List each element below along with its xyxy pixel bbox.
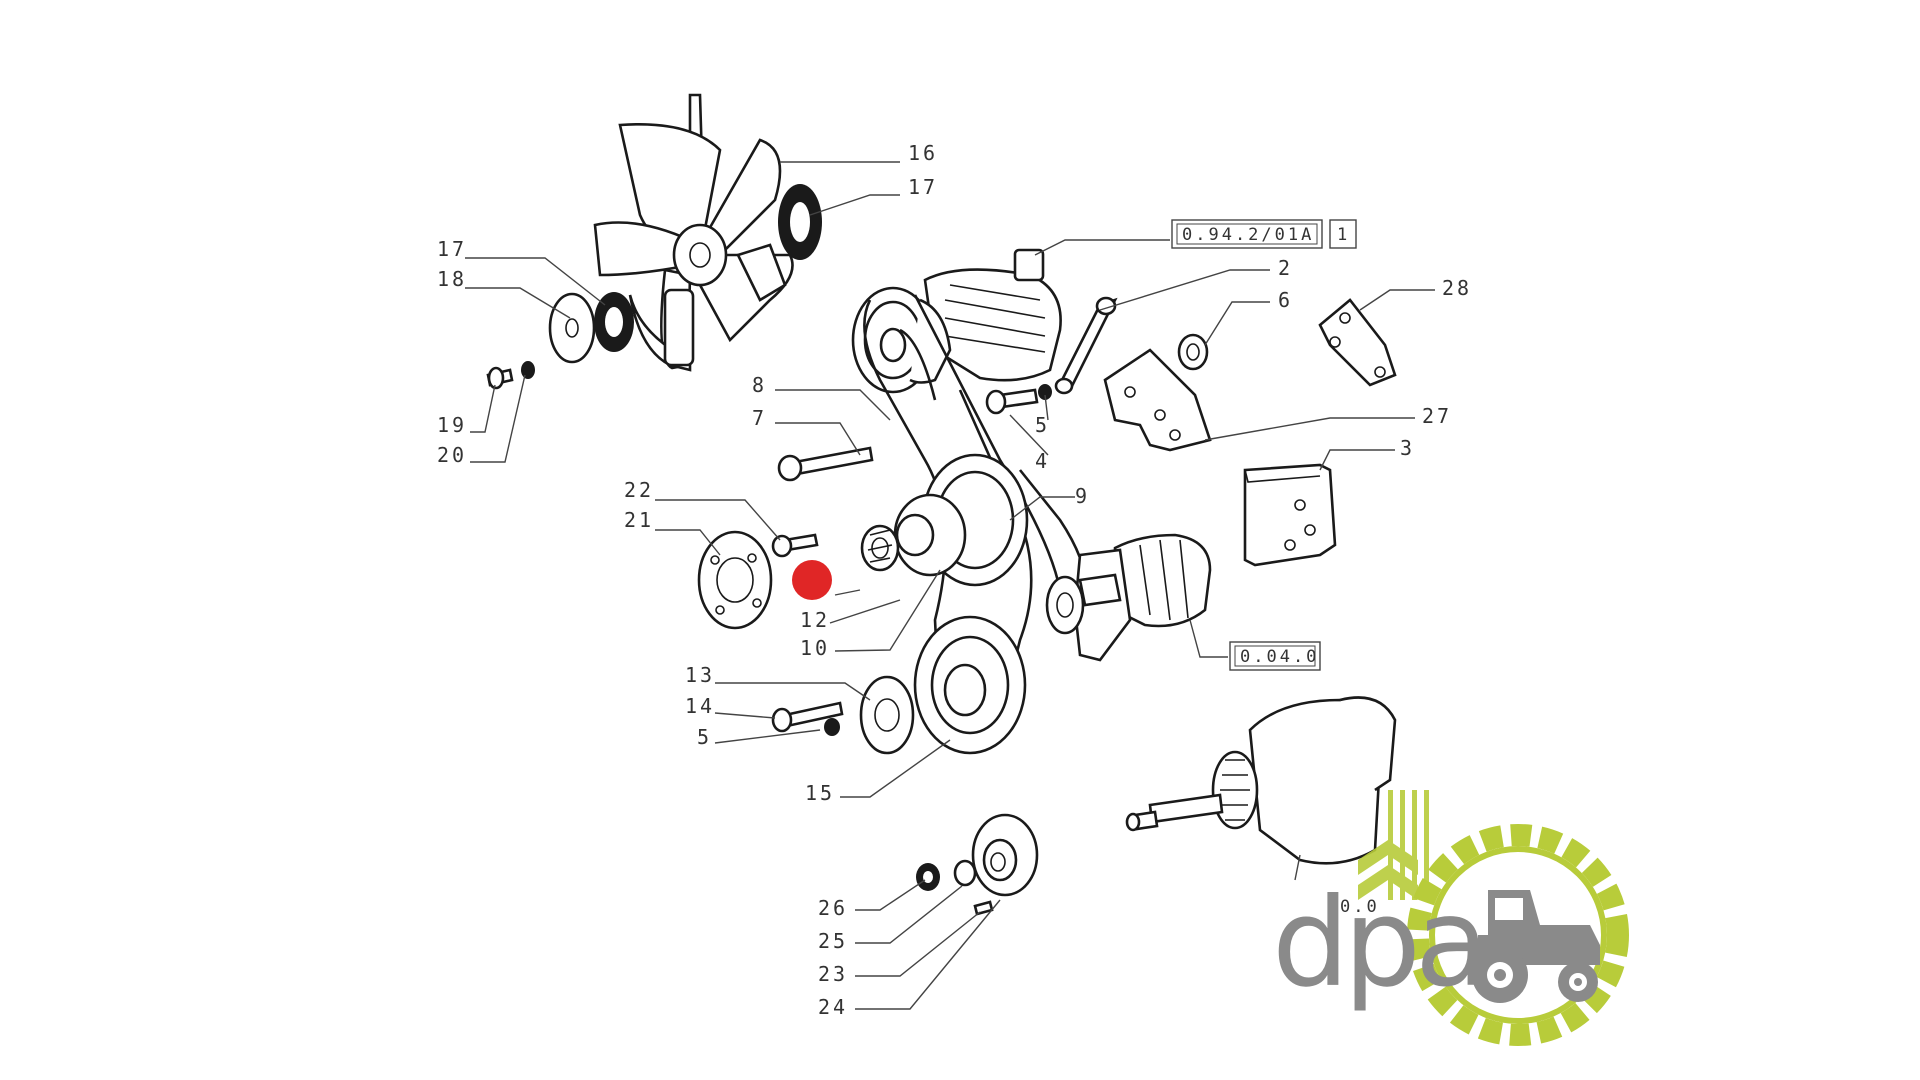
- callout-28: 28: [1442, 276, 1472, 300]
- callout-10: 10: [800, 636, 830, 660]
- callout-17-top: 17: [908, 175, 938, 199]
- callout-6: 6: [1278, 288, 1293, 312]
- reference-boxes: 0.94.2/01A 1 0.04.0 0.0: [1171, 219, 1380, 917]
- callout-2: 2: [1278, 256, 1293, 280]
- callout-22: 22: [624, 478, 654, 502]
- callout-27: 27: [1422, 404, 1452, 428]
- dpa-logo: dpa: [1272, 790, 1629, 1046]
- wheat-icon: [1358, 790, 1429, 900]
- ref-box-0-94-2-01a: 0.94.2/01A: [1182, 225, 1314, 245]
- logo-text: dpa: [1272, 872, 1484, 1014]
- highlight-marker: [792, 560, 832, 600]
- callout-20: 20: [437, 443, 467, 467]
- callout-4: 4: [1035, 449, 1050, 473]
- callout-12: 12: [800, 608, 830, 632]
- lower-pulley-unit: [771, 615, 1027, 755]
- callout-5-lower: 5: [697, 725, 712, 749]
- callout-3: 3: [1400, 436, 1415, 460]
- callout-26: 26: [818, 896, 848, 920]
- callout-23: 23: [818, 962, 848, 986]
- callout-13: 13: [685, 663, 715, 687]
- leader-lines: [465, 161, 1435, 1010]
- callout-15: 15: [805, 781, 835, 805]
- callout-25: 25: [818, 929, 848, 953]
- ref-box-1: 1: [1337, 225, 1350, 245]
- callout-8: 8: [752, 373, 767, 397]
- callout-labels: 16 17 17 18 19 20 22 21 12 10 13 14 5 15…: [437, 141, 1472, 1019]
- callout-21: 21: [624, 508, 654, 532]
- callout-17-left: 17: [437, 237, 467, 261]
- logo-gear-ring: [1407, 824, 1629, 1046]
- tractor-icon: [1472, 890, 1600, 1003]
- callout-18: 18: [437, 267, 467, 291]
- callout-19: 19: [437, 413, 467, 437]
- starter-motor: [1045, 533, 1212, 662]
- callout-16: 16: [908, 141, 938, 165]
- ref-box-0-04-0: 0.04.0: [1240, 647, 1319, 667]
- callout-14: 14: [685, 694, 715, 718]
- crank-pulley-stack: [697, 446, 1029, 630]
- callout-7: 7: [752, 406, 767, 430]
- ref-box-0-0: 0.0: [1340, 897, 1380, 917]
- bottom-parts: [916, 813, 1039, 916]
- callout-9: 9: [1075, 484, 1090, 508]
- crankshaft: [1125, 696, 1397, 865]
- upper-pulley-unit: [851, 248, 1397, 567]
- callout-5-upper: 5: [1035, 413, 1050, 437]
- callout-24: 24: [818, 995, 848, 1019]
- fan-assembly: [486, 93, 822, 390]
